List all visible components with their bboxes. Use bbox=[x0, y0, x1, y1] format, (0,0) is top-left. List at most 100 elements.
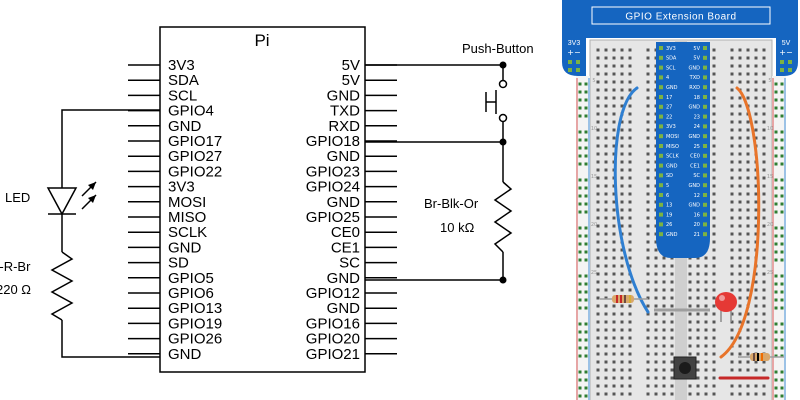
rail-hole bbox=[774, 354, 778, 358]
rail-hole bbox=[578, 338, 582, 342]
breadboard-hole bbox=[604, 144, 608, 148]
breadboard-hole bbox=[712, 312, 716, 316]
breadboard-hole bbox=[738, 392, 742, 396]
rail-hole bbox=[780, 82, 784, 86]
breadboard-hole bbox=[746, 144, 750, 148]
breadboard-hole bbox=[746, 64, 750, 68]
gpio-pin-left bbox=[659, 163, 663, 168]
breadboard-hole bbox=[604, 152, 608, 156]
breadboard-hole bbox=[738, 288, 742, 292]
rail-hole bbox=[578, 346, 582, 350]
breadboard-hole bbox=[730, 232, 734, 236]
rail-hole bbox=[774, 178, 778, 182]
breadboard-hole bbox=[646, 232, 650, 236]
rail-hole bbox=[578, 394, 582, 398]
breadboard-hole bbox=[730, 352, 734, 356]
breadboard-hole bbox=[704, 336, 708, 340]
breadboard-hole bbox=[646, 48, 650, 52]
breadboard-hole bbox=[662, 352, 666, 356]
rail-hole bbox=[568, 68, 572, 72]
breadboard-hole bbox=[762, 368, 766, 372]
gpio-pin-left bbox=[659, 173, 663, 178]
breadboard-hole bbox=[620, 96, 624, 100]
rail-hole bbox=[774, 138, 778, 142]
gpio-pin-label-right: GND bbox=[689, 203, 701, 209]
rail-hole bbox=[788, 68, 792, 72]
breadboard-hole bbox=[612, 368, 616, 372]
breadboard-hole bbox=[654, 304, 658, 308]
right-pin-label: GND bbox=[327, 194, 361, 211]
left-pin-label: 3V3 bbox=[168, 179, 195, 196]
breadboard-hole bbox=[662, 320, 666, 324]
breadboard-hole bbox=[712, 232, 716, 236]
breadboard-hole bbox=[712, 264, 716, 268]
breadboard-hole bbox=[746, 256, 750, 260]
breadboard-hole bbox=[646, 216, 650, 220]
breadboard-hole bbox=[746, 384, 750, 388]
breadboard-hole bbox=[628, 192, 632, 196]
rail-hole bbox=[584, 282, 588, 286]
breadboard-hole bbox=[604, 376, 608, 380]
breadboard-hole bbox=[704, 272, 708, 276]
breadboard-hole bbox=[604, 168, 608, 172]
breadboard-hole bbox=[746, 192, 750, 196]
rail-hole bbox=[780, 250, 784, 254]
breadboard-hole bbox=[654, 320, 658, 324]
breadboard-hole bbox=[754, 344, 758, 348]
gpio-pin-label-right: 25 bbox=[694, 144, 700, 150]
rail-hole bbox=[568, 60, 572, 64]
breadboard-hole bbox=[604, 224, 608, 228]
breadboard-hole bbox=[712, 224, 716, 228]
breadboard-hole bbox=[730, 128, 734, 132]
breadboard-hole bbox=[670, 384, 674, 388]
breadboard-hole bbox=[646, 88, 650, 92]
resistor-220-colors: R-R-Br bbox=[0, 259, 31, 274]
breadboard-hole bbox=[712, 344, 716, 348]
breadboard-hole bbox=[712, 384, 716, 388]
rail-hole bbox=[578, 98, 582, 102]
right-pin-label: GPIO20 bbox=[306, 331, 360, 348]
breadboard-hole bbox=[654, 360, 658, 364]
breadboard-hole bbox=[738, 368, 742, 372]
breadboard-hole bbox=[612, 384, 616, 388]
breadboard-hole bbox=[738, 80, 742, 84]
breadboard-hole bbox=[738, 296, 742, 300]
gpio-pin-left bbox=[659, 193, 663, 197]
rail-hole bbox=[780, 194, 784, 198]
rail-hole bbox=[584, 138, 588, 142]
breadboard-hole bbox=[612, 144, 616, 148]
rail-hole bbox=[578, 378, 582, 382]
rail-hole bbox=[774, 202, 778, 206]
breadboard-hole bbox=[646, 208, 650, 212]
breadboard-hole bbox=[628, 144, 632, 148]
gpio-pin-left bbox=[659, 202, 663, 207]
rail-hole bbox=[774, 130, 778, 134]
orange-wire bbox=[719, 86, 761, 359]
breadboard-hole bbox=[612, 88, 616, 92]
breadboard-hole bbox=[762, 120, 766, 124]
breadboard-hole bbox=[712, 176, 716, 180]
breadboard-hole bbox=[612, 320, 616, 324]
breadboard-hole bbox=[646, 376, 650, 380]
breadboard-hole bbox=[730, 328, 734, 332]
breadboard-hole bbox=[754, 136, 758, 140]
breadboard-hole bbox=[604, 48, 608, 52]
rail-hole bbox=[774, 330, 778, 334]
breadboard-hole bbox=[730, 208, 734, 212]
breadboard-hole bbox=[762, 264, 766, 268]
breadboard-hole bbox=[670, 288, 674, 292]
breadboard-hole bbox=[628, 136, 632, 140]
breadboard-hole bbox=[754, 368, 758, 372]
left-pin-label: GPIO22 bbox=[168, 163, 222, 180]
gpio-pin-label-left: 17 bbox=[666, 95, 672, 101]
breadboard-hole bbox=[762, 72, 766, 76]
left-pin-label: GPIO13 bbox=[168, 300, 222, 317]
breadboard-hole bbox=[628, 280, 632, 284]
gpio-pin-label-left: GND bbox=[666, 85, 678, 91]
gpio-pin-label-right: 12 bbox=[694, 193, 700, 199]
breadboard-hole bbox=[746, 368, 750, 372]
breadboard-hole bbox=[596, 352, 600, 356]
breadboard-hole bbox=[754, 240, 758, 244]
breadboard-hole bbox=[762, 360, 766, 364]
breadboard-hole bbox=[646, 80, 650, 84]
